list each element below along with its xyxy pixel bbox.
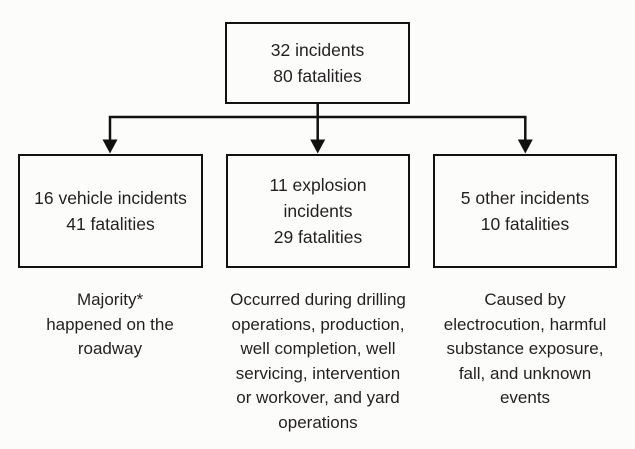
note-other-incidents: Caused by electrocution, harmful substan… (443, 290, 607, 407)
node-explosion-incidents-label: 11 explosion incidents 29 fatalities (269, 175, 367, 247)
root-node-label: 32 incidents 80 fatalities (270, 40, 365, 86)
node-other-incidents-box: 5 other incidents 10 fatalities (433, 154, 617, 268)
node-vehicle-incidents-box: 16 vehicle incidents 41 fatalities (18, 154, 203, 268)
node-explosion-incidents-box: 11 explosion incidents 29 fatalities (226, 154, 410, 268)
arrowhead-down-icon (517, 139, 533, 154)
arrowhead-down-icon (102, 139, 118, 154)
note-explosion-incidents: Occurred during drilling operations, pro… (230, 290, 406, 432)
root-node-box: 32 incidents 80 fatalities (225, 22, 410, 104)
node-vehicle-incidents-label: 16 vehicle incidents 41 fatalities (34, 188, 187, 234)
node-other-incidents-label: 5 other incidents 10 fatalities (460, 188, 590, 234)
note-vehicle-incidents: Majority* happened on the roadway (46, 290, 174, 358)
arrowhead-down-icon (310, 139, 326, 154)
